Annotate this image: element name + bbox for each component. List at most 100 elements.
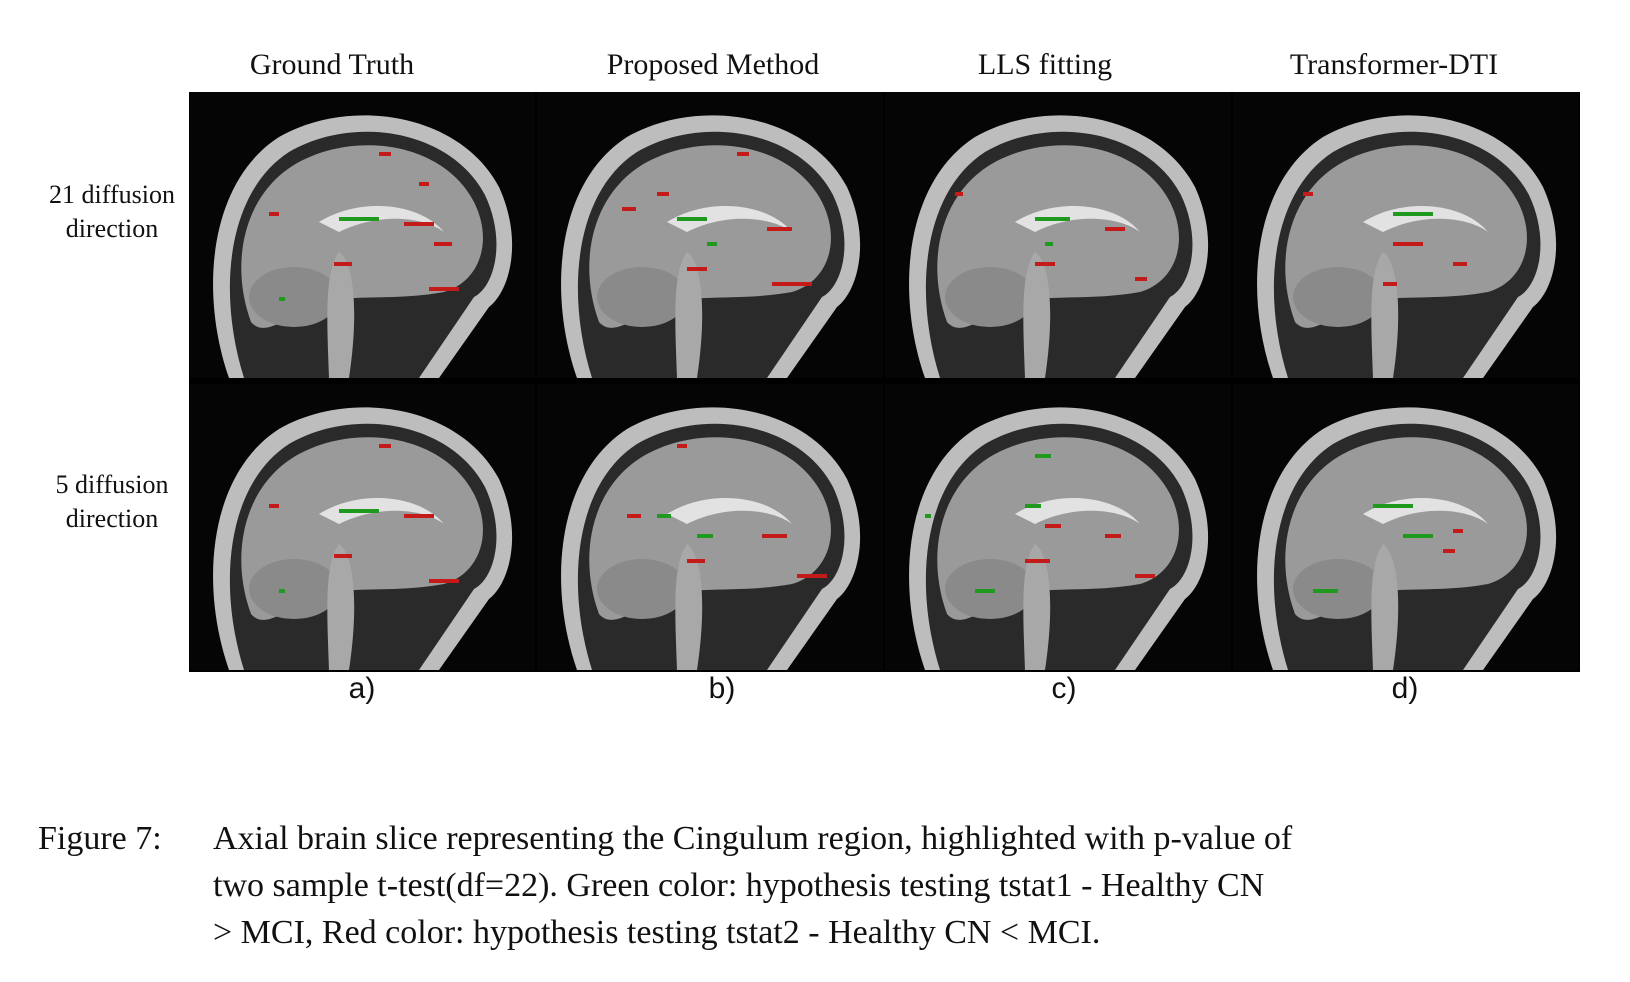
row-label-line2: direction: [65, 214, 159, 243]
red-cluster: [434, 242, 452, 246]
subfigure-label-b: b): [708, 672, 736, 705]
brainstem: [327, 252, 355, 378]
corpus-callosum: [319, 205, 444, 232]
red-cluster: [269, 212, 279, 216]
corpus-callosum: [667, 205, 792, 232]
red-cluster: [687, 267, 707, 271]
red-cluster: [429, 287, 459, 291]
green-cluster: [657, 514, 671, 518]
red-cluster: [334, 262, 352, 266]
brain-slice-image: [885, 384, 1231, 670]
red-cluster: [379, 152, 391, 156]
red-cluster: [334, 554, 352, 558]
red-cluster: [1035, 262, 1055, 266]
red-cluster: [1105, 534, 1121, 538]
corpus-callosum: [319, 497, 444, 524]
column-title-ground-truth: Ground Truth: [249, 48, 415, 81]
red-cluster: [1135, 574, 1155, 578]
column-title-lls-fitting: LLS fitting: [977, 48, 1113, 81]
red-cluster: [1025, 559, 1050, 563]
red-cluster: [677, 444, 687, 448]
green-cluster: [1403, 534, 1433, 538]
row-label-line1: 21 diffusion: [49, 180, 175, 209]
cerebellum: [1293, 267, 1383, 327]
green-cluster: [1393, 212, 1433, 216]
corpus-callosum: [1015, 497, 1140, 524]
red-cluster: [404, 514, 434, 518]
red-cluster: [1105, 227, 1125, 231]
red-cluster: [379, 444, 391, 448]
cerebellum: [249, 267, 339, 327]
cerebellum: [597, 559, 687, 619]
green-cluster: [925, 514, 931, 518]
brain-slice-svg: [213, 115, 513, 378]
figure-number: Figure 7:: [38, 820, 162, 857]
red-cluster: [767, 227, 792, 231]
red-cluster: [622, 207, 636, 211]
corpus-callosum: [667, 497, 792, 524]
brainstem: [675, 252, 703, 378]
red-cluster: [1045, 524, 1061, 528]
cerebellum: [597, 267, 687, 327]
brain-slice-svg: [561, 115, 861, 378]
brain-slice-image: [537, 92, 883, 378]
row-label-line2: direction: [65, 504, 159, 533]
red-cluster: [1393, 242, 1423, 246]
green-cluster: [1035, 454, 1051, 458]
brainstem: [327, 544, 355, 670]
green-cluster: [707, 242, 717, 246]
subfigure-label-a: a): [348, 672, 376, 705]
red-cluster: [269, 504, 279, 508]
red-cluster: [1453, 529, 1463, 533]
brain-slice-image: [537, 384, 883, 670]
green-cluster: [1373, 504, 1413, 508]
brain-slice-svg: [1257, 115, 1557, 378]
red-cluster: [955, 192, 963, 196]
red-cluster: [1383, 282, 1397, 286]
red-cluster: [687, 559, 705, 563]
green-cluster: [339, 509, 379, 513]
red-cluster: [797, 574, 827, 578]
red-cluster: [1135, 277, 1147, 281]
green-cluster: [1045, 242, 1053, 246]
caption-line: > MCI, Red color: hypothesis testing tst…: [213, 914, 1101, 951]
caption-text: Axial brain slice representing the Cingu…: [213, 815, 1613, 956]
brain-slice-grid: [189, 92, 1580, 672]
red-cluster: [737, 152, 749, 156]
cerebellum: [945, 267, 1035, 327]
red-cluster: [772, 282, 812, 286]
brain-slice-svg: [1257, 407, 1557, 670]
green-cluster: [975, 589, 995, 593]
row-label-21-directions: 21 diffusion direction: [36, 178, 188, 246]
brain-slice-image: [1233, 92, 1579, 378]
caption-line: two sample t-test(df=22). Green color: h…: [213, 867, 1265, 904]
brain-slice-image: [885, 92, 1231, 378]
brain-slice-image: [1233, 384, 1579, 670]
brainstem: [1023, 544, 1051, 670]
subfigure-label-c: c): [1051, 672, 1077, 705]
green-cluster: [279, 589, 285, 593]
brain-slice-svg: [909, 115, 1209, 378]
green-cluster: [677, 217, 707, 221]
green-cluster: [279, 297, 285, 301]
red-cluster: [657, 192, 669, 196]
brain-slice-image: [189, 384, 535, 670]
corpus-callosum: [1015, 205, 1140, 232]
red-cluster: [762, 534, 787, 538]
brain-slice-svg: [909, 407, 1209, 670]
green-cluster: [339, 217, 379, 221]
red-cluster: [1303, 192, 1313, 196]
brainstem: [1371, 544, 1399, 670]
brain-slice-svg: [213, 407, 513, 670]
subfigure-label-d: d): [1391, 672, 1419, 705]
column-title-transformer-dti: Transformer-DTI: [1289, 48, 1499, 81]
red-cluster: [429, 579, 459, 583]
green-cluster: [1025, 504, 1041, 508]
brainstem: [675, 544, 703, 670]
red-cluster: [1453, 262, 1467, 266]
brain-slice-svg: [561, 407, 861, 670]
caption-line: Axial brain slice representing the Cingu…: [213, 820, 1293, 857]
red-cluster: [404, 222, 434, 226]
green-cluster: [1313, 589, 1338, 593]
column-title-proposed-method: Proposed Method: [606, 48, 820, 81]
